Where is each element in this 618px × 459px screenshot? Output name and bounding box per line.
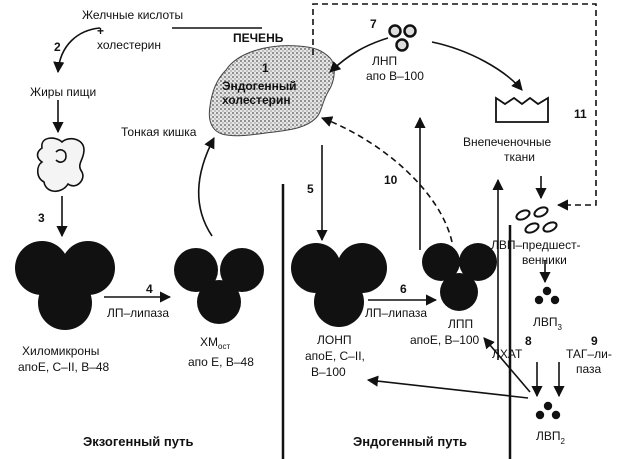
arrow-idl-to-liver (320, 116, 453, 243)
arrow-hm-to-liver (198, 137, 215, 237)
vldl-spheres (291, 243, 387, 327)
label-bile-acids: Желчные кислоты (82, 8, 183, 22)
label-cholesterol: холестерин (97, 38, 161, 52)
label-endo-chol-2: холестерин (222, 93, 291, 107)
label-ldl: ЛНП (372, 54, 397, 68)
label-vldl-2: апоЕ, С–II, (305, 349, 365, 363)
label-vldl-1: ЛОНП (317, 333, 352, 347)
label-hm-apo: апо Е, B–48 (188, 355, 254, 369)
step-number-6: 6 (400, 282, 407, 296)
arrow-ldl-to-liver (329, 37, 389, 73)
label-lcat: ЛХАТ (492, 347, 523, 361)
idl-spheres (422, 243, 497, 311)
hdl2-particles (535, 401, 561, 420)
label-hdl-prec-2: венники (522, 253, 567, 267)
label-hdl3: ЛВП3 (533, 315, 563, 332)
dashed-loop-line (312, 3, 597, 211)
step-number-1: 1 (262, 61, 269, 75)
label-vldl-3: B–100 (311, 365, 346, 379)
step-number-7: 7 (370, 17, 377, 31)
hm-remnant-spheres (174, 248, 264, 324)
label-idl-1: ЛПП (448, 317, 473, 331)
label-hdl2: ЛВП2 (536, 429, 566, 446)
hdl-precursor-discs (515, 206, 558, 234)
step-number-8: 8 (525, 334, 532, 348)
label-chylo-1: Хиломикроны (22, 344, 99, 358)
arrow-hdl2-to-idl (483, 337, 531, 393)
label-lpl-2: ЛП–липаза (365, 306, 427, 320)
arrow-hdl2-to-vldl (366, 375, 529, 399)
label-endo-chol-1: Эндогенный (222, 79, 297, 93)
step-number-3: 3 (38, 211, 45, 225)
label-hdl-prec-1: ЛВП–предшест- (491, 238, 581, 252)
chylomicron-spheres (15, 241, 115, 330)
step-number-9: 9 (591, 334, 598, 348)
label-tag-2: паза (576, 362, 602, 376)
label-ldl-apo: апо B–100 (366, 69, 424, 83)
step-number-10: 10 (384, 173, 398, 187)
label-lpl-1: ЛП–липаза (107, 306, 169, 320)
hdl3-particles (534, 286, 560, 305)
step-number-5: 5 (307, 182, 314, 196)
step-number-2: 2 (54, 40, 61, 54)
tissue-shape (495, 96, 549, 123)
label-tag-1: ТАГ–ли- (566, 347, 612, 361)
label-idl-2: апоЕ, B–100 (410, 333, 480, 347)
ldl-particles (388, 24, 417, 52)
label-plus: + (97, 24, 104, 38)
label-liver: ПЕЧЕНЬ (233, 31, 284, 45)
label-chylo-2: апоЕ, С–II, B–48 (18, 360, 110, 374)
label-hm: ХМост (200, 335, 230, 351)
label-endo-path: Эндогенный путь (353, 434, 467, 449)
label-food-fats: Жиры пищи (30, 85, 96, 99)
arrow-ldl-to-tissues (431, 41, 523, 91)
liver-shape (208, 45, 335, 137)
label-extrahepatic-2: ткани (504, 150, 535, 164)
label-extrahepatic-1: Внепеченочные (463, 135, 552, 149)
arrow-bile-to-fats (53, 27, 101, 74)
label-exo-path: Экзогенный путь (83, 434, 194, 449)
intestine-shape (36, 137, 85, 193)
label-small-intestine: Тонкая кишка (121, 125, 197, 139)
step-number-4: 4 (146, 282, 153, 296)
step-number-11: 11 (574, 107, 587, 121)
